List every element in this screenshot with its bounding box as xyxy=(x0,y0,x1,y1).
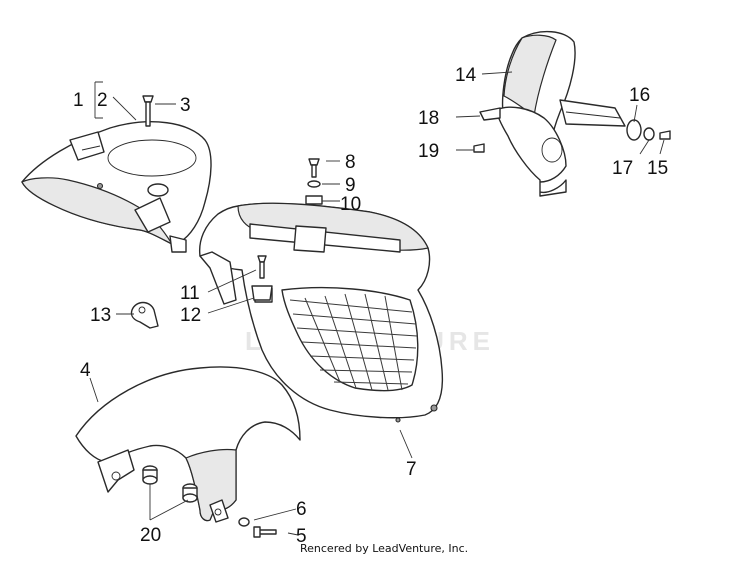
callout-18: 18 xyxy=(418,108,439,129)
callout-3: 3 xyxy=(180,95,191,116)
grille-lines xyxy=(289,293,418,391)
callout-4: 4 xyxy=(80,360,91,381)
callout-17: 17 xyxy=(612,158,633,179)
leader-lines xyxy=(89,71,665,536)
callout-14: 14 xyxy=(455,65,477,86)
callout-11: 11 xyxy=(180,283,200,304)
bracket-clip-part xyxy=(130,301,159,329)
callout-1: 1 xyxy=(73,90,84,111)
callout-19: 19 xyxy=(418,141,439,162)
callout-5: 5 xyxy=(296,526,307,547)
callout-20: 20 xyxy=(140,525,161,546)
callout-9: 9 xyxy=(345,175,356,196)
spring-nut-part xyxy=(251,255,273,301)
shield-fasteners-part xyxy=(305,158,323,205)
callout-8: 8 xyxy=(345,152,356,173)
credit-text: Rencered by LeadVenture, Inc. xyxy=(300,542,469,555)
mudguard-fasteners-part xyxy=(238,517,277,538)
callout-7: 7 xyxy=(406,459,417,480)
callout-6: 6 xyxy=(296,499,307,520)
callout-2: 2 xyxy=(97,90,108,111)
upper-shield-part xyxy=(21,121,212,253)
callout-13: 13 xyxy=(90,305,111,326)
callout-15: 15 xyxy=(647,158,668,179)
callout-16: 16 xyxy=(629,85,650,106)
callout-labels: 1 2 3 4 5 6 7 8 9 10 11 12 13 14 15 16 1… xyxy=(73,65,668,547)
rear-hugger-part xyxy=(473,31,671,197)
callout-10: 10 xyxy=(340,194,361,215)
front-mudguard-part xyxy=(75,366,301,523)
screw-3-part xyxy=(142,95,154,127)
rubber-bushings-part xyxy=(142,465,198,503)
callout-12: 12 xyxy=(180,305,201,326)
